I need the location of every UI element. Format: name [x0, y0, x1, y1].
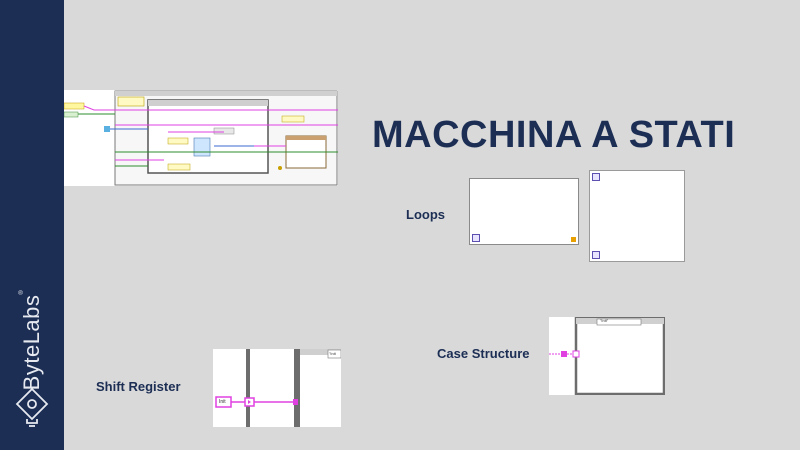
brand: ByteLabs®	[0, 276, 64, 436]
lightbulb-gear-icon	[15, 387, 49, 427]
while-loop-example	[469, 178, 579, 245]
loops-label: Loops	[406, 207, 445, 222]
case-selector-value: "Init"	[600, 318, 609, 323]
case-structure-example: "Init"	[549, 317, 665, 395]
shift-register-label: Shift Register	[96, 379, 181, 394]
sidebar: ByteLabs®	[0, 0, 64, 450]
block-diagram-graphic	[63, 90, 338, 186]
slide-title: MACCHINA A STATI	[372, 114, 736, 156]
shift-register-example: Init "Init	[213, 349, 341, 427]
iteration-terminal-icon	[472, 234, 480, 242]
for-loop-example	[589, 170, 685, 262]
case-structure-graphic	[549, 317, 665, 395]
case-selector-value: "Init	[329, 351, 336, 356]
brand-wordmark: ByteLabs®	[19, 289, 44, 391]
shift-register-graphic	[215, 349, 341, 427]
shift-register-constant: Init	[219, 399, 226, 405]
stop-terminal-icon	[571, 237, 576, 242]
state-machine-diagram	[63, 90, 338, 186]
count-terminal-icon	[592, 173, 600, 181]
iteration-terminal-icon	[592, 251, 600, 259]
case-structure-label: Case Structure	[437, 346, 530, 361]
